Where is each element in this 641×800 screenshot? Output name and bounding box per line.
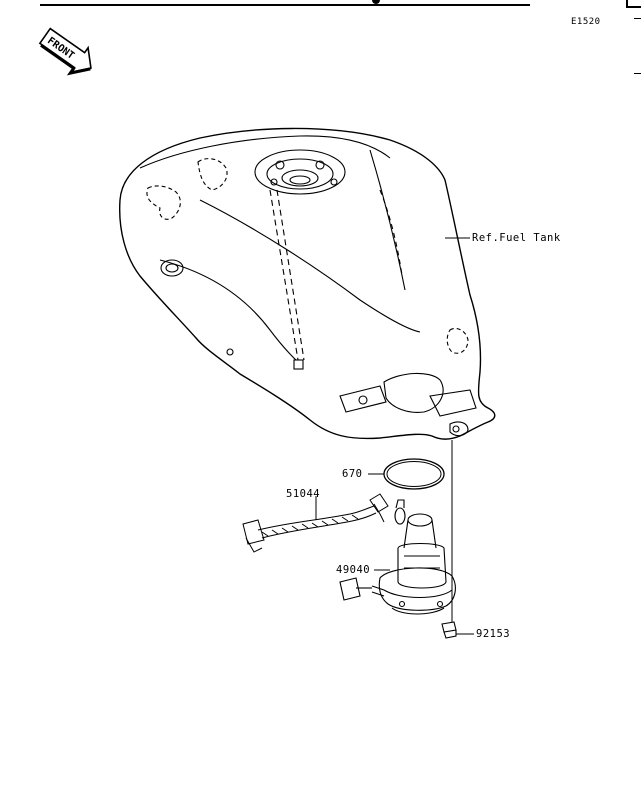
part-number-92153[interactable]: 92153	[476, 628, 511, 640]
part-number-670[interactable]: 670	[342, 468, 363, 480]
header-mark	[372, 0, 380, 4]
part-number-51044[interactable]: 51044	[286, 488, 321, 500]
diagram-code: E1520	[571, 17, 601, 27]
bolt-92153	[441, 621, 457, 639]
header-rule	[40, 4, 530, 6]
wire-harness-51044	[242, 493, 389, 553]
fuel-pump-49040	[339, 499, 456, 615]
part-number-49040[interactable]: 49040	[336, 564, 371, 576]
front-arrow-icon: FRONT	[38, 27, 92, 76]
fuel-tank	[118, 127, 496, 440]
ref-fuel-tank-label: Ref.Fuel Tank	[472, 232, 561, 244]
margin-tick	[634, 18, 641, 19]
page-corner	[626, 0, 641, 8]
gasket-670	[383, 458, 445, 490]
margin-tick	[634, 73, 641, 74]
